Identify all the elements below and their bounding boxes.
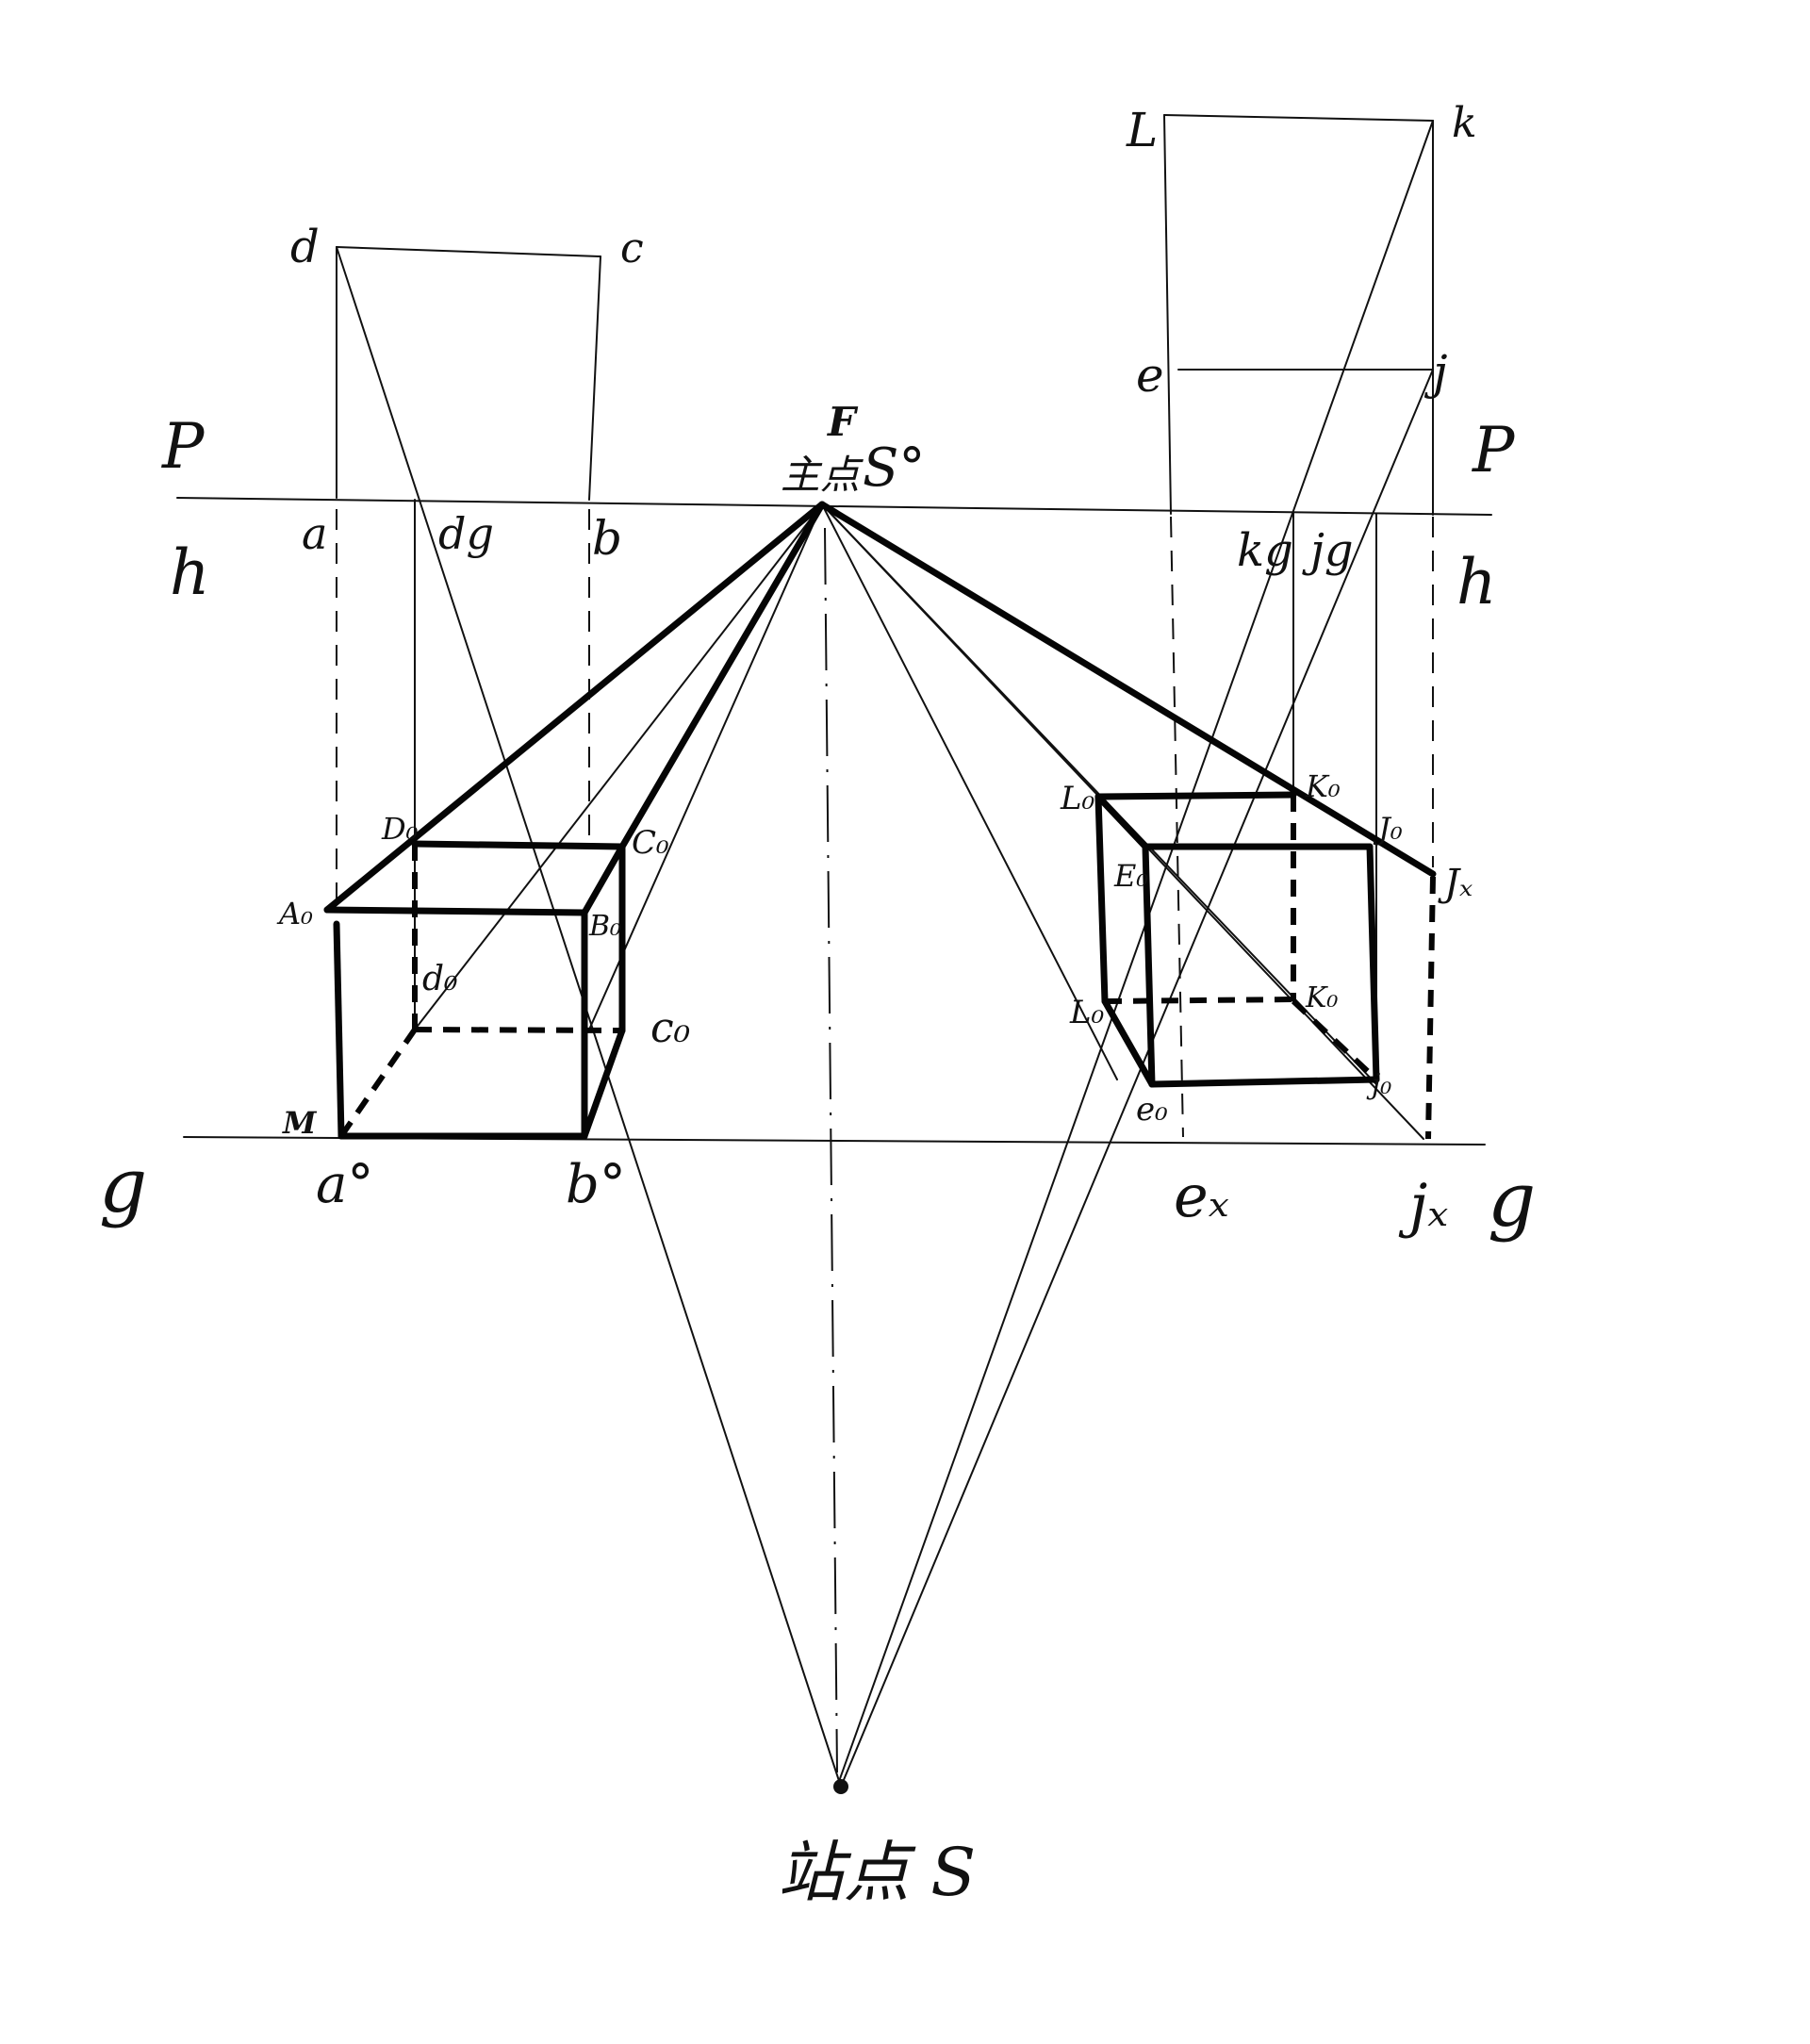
label-j: j bbox=[1423, 345, 1448, 400]
label-k: k bbox=[1452, 99, 1477, 147]
label-K0-top: K₀ bbox=[1305, 768, 1341, 804]
vanishing-rays-thick bbox=[323, 501, 1437, 914]
right-plan bbox=[836, 114, 1434, 1788]
left-box bbox=[323, 840, 626, 1140]
label-d0: d₀ bbox=[422, 960, 457, 998]
label-L0-top: L₀ bbox=[1060, 780, 1095, 817]
vanishing-rays-thin bbox=[414, 503, 1424, 1140]
label-c: c bbox=[620, 224, 644, 272]
label-e0: e₀ bbox=[1136, 1091, 1168, 1129]
label-K0-low: K₀ bbox=[1305, 981, 1338, 1014]
label-dg: dg bbox=[438, 508, 494, 559]
label-jx: jₓ bbox=[1398, 1171, 1448, 1240]
label-g-right: g bbox=[1488, 1156, 1536, 1244]
central-axis bbox=[824, 527, 838, 1773]
label-P-right: P bbox=[1472, 414, 1516, 486]
picture-plane-line bbox=[176, 497, 1492, 516]
label-L: L bbox=[1126, 103, 1158, 157]
label-b: b bbox=[592, 511, 622, 566]
station-point bbox=[833, 1779, 848, 1794]
label-C0-top: C₀ bbox=[632, 824, 669, 862]
label-kg: kg bbox=[1237, 524, 1293, 577]
label-b0: b° bbox=[566, 1154, 626, 1215]
label-S0: S° bbox=[863, 437, 925, 499]
label-e: e bbox=[1136, 348, 1164, 403]
labels: P h g P h g d c a dg b L k e j kg jg F S… bbox=[99, 99, 1536, 1911]
label-h-left: h bbox=[170, 536, 210, 609]
label-station: 站点 S bbox=[778, 1834, 976, 1911]
label-ex: eₓ bbox=[1174, 1162, 1229, 1230]
label-a: a bbox=[302, 508, 327, 559]
right-projector-e bbox=[1170, 516, 1184, 1138]
label-F: F bbox=[827, 399, 859, 445]
label-F-chinese: 主点 bbox=[781, 452, 864, 498]
label-A0: A₀ bbox=[276, 896, 313, 931]
label-Jx: Jₓ bbox=[1438, 862, 1473, 905]
left-plan bbox=[336, 246, 842, 1788]
label-J0: J₀ bbox=[1373, 811, 1403, 847]
label-D0: D₀ bbox=[381, 811, 419, 847]
label-g-left: g bbox=[99, 1142, 147, 1229]
label-c0: c₀ bbox=[650, 1004, 691, 1052]
label-a0: a° bbox=[316, 1154, 373, 1215]
label-d: d bbox=[290, 221, 320, 273]
label-P-left: P bbox=[161, 410, 206, 483]
label-j0: j₀ bbox=[1366, 1068, 1391, 1101]
label-B0: B₀ bbox=[588, 910, 621, 943]
label-M: M bbox=[282, 1105, 318, 1141]
label-E0-top: E₀ bbox=[1113, 858, 1148, 894]
right-box bbox=[1094, 791, 1436, 1140]
label-h-right: h bbox=[1456, 546, 1497, 618]
label-jg: jg bbox=[1302, 524, 1354, 577]
label-L0-low: L₀ bbox=[1069, 994, 1105, 1031]
